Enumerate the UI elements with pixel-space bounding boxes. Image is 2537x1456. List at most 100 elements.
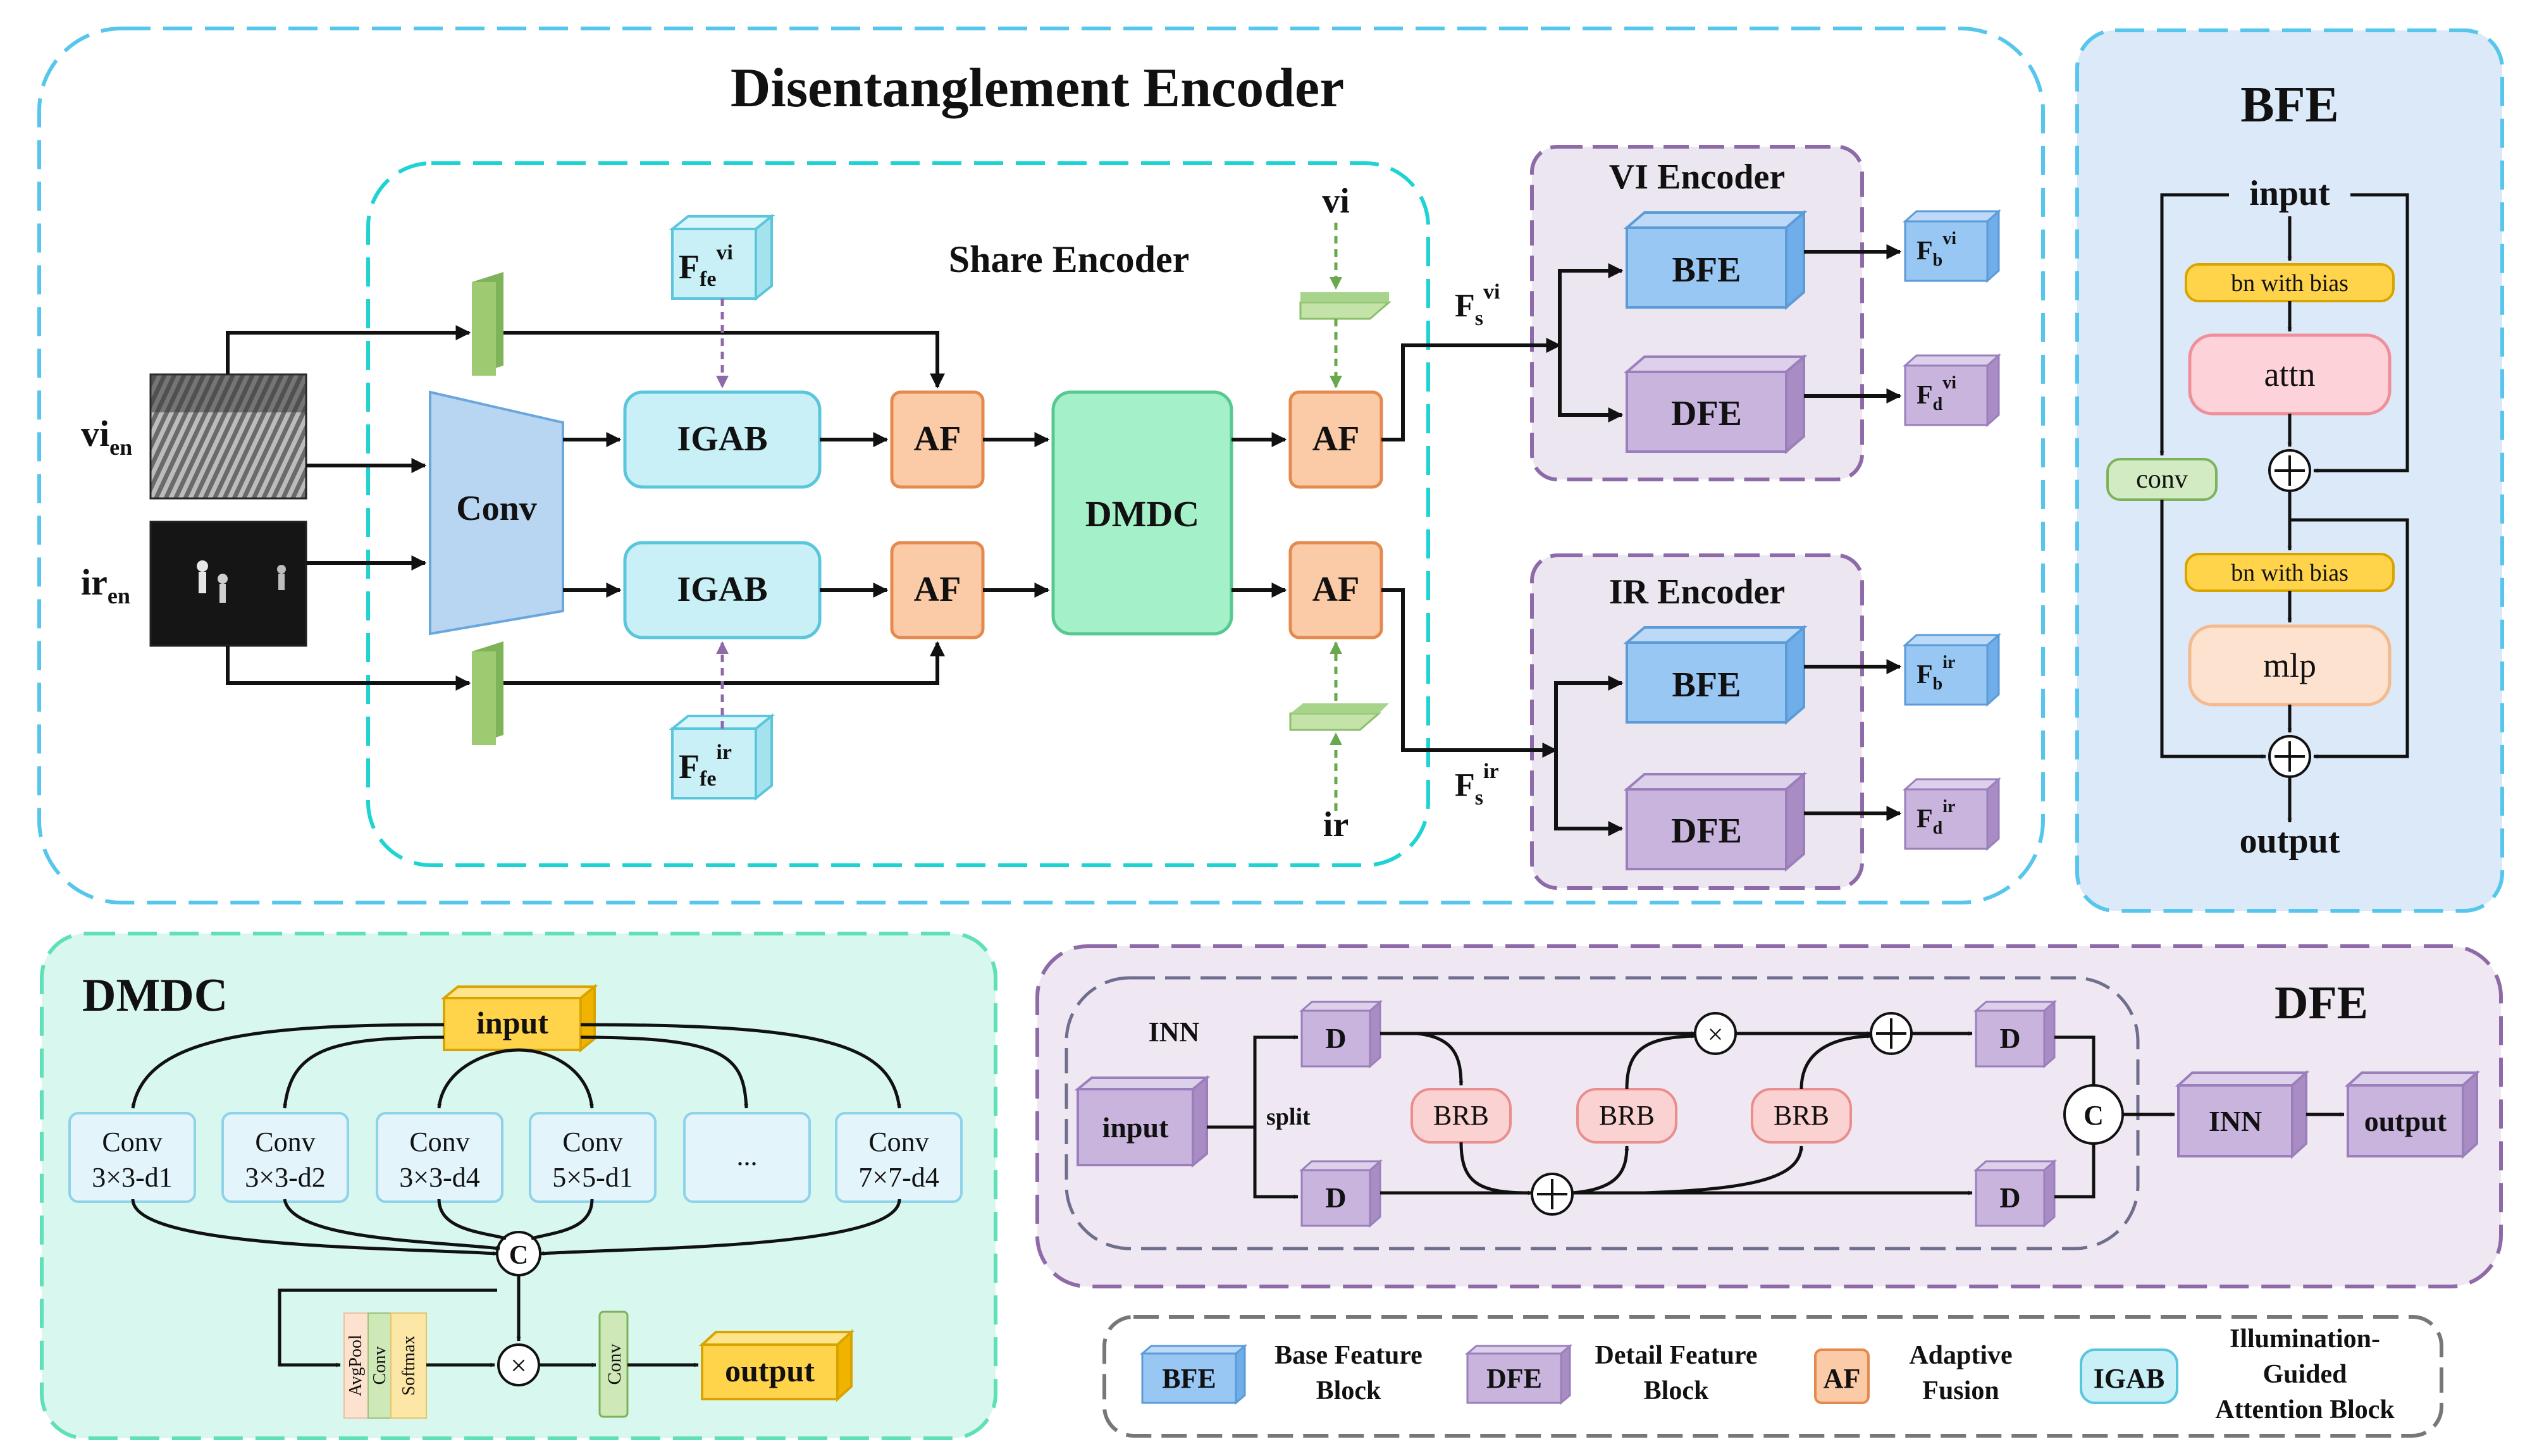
disentanglement-encoder-title: Disentanglement Encoder bbox=[731, 58, 1344, 119]
fs-ir-label: Fsir bbox=[1455, 760, 1499, 810]
bfe-output-label: output bbox=[2240, 822, 2340, 861]
legend-desc-line: Block bbox=[1644, 1376, 1709, 1405]
legend-frame bbox=[1102, 1315, 2443, 1438]
dmdc-conv-line1: Conv bbox=[868, 1126, 929, 1157]
dfe-split-label: split bbox=[1266, 1104, 1311, 1130]
share-conv-block bbox=[429, 390, 564, 636]
dfe-inn-label: INN bbox=[2209, 1105, 2262, 1137]
bfe-input-label: input bbox=[2249, 174, 2330, 213]
skip-block-top bbox=[472, 272, 503, 376]
dmdc-output-cube bbox=[698, 1329, 855, 1402]
ir-dfe-cube bbox=[1623, 771, 1808, 872]
fd-ir-cube bbox=[1903, 777, 2001, 851]
ffe-ir-cube bbox=[669, 713, 775, 801]
dmdc-conv-line1: ... bbox=[737, 1140, 758, 1171]
legend-abbr: IGAB bbox=[2094, 1363, 2164, 1394]
dfe-input-cube bbox=[1074, 1075, 1211, 1168]
fb-ir-cube bbox=[1903, 632, 2001, 707]
dmdc-conv-small-label: Conv bbox=[370, 1347, 390, 1385]
share-encoder-title: Share Encoder bbox=[949, 238, 1190, 280]
legend-desc-line: Guided bbox=[2262, 1360, 2347, 1389]
fb-vi-label: Fbvi bbox=[1917, 229, 1956, 270]
dmdc-conv-line2: 5×5-d1 bbox=[552, 1162, 633, 1193]
bfe-mlp-label: mlp bbox=[2263, 646, 2316, 684]
vi-bfe-label: BFE bbox=[1672, 250, 1741, 290]
encoder-guidance-connectors bbox=[716, 223, 1342, 811]
legend-desc-line: Detail Feature bbox=[1595, 1341, 1758, 1370]
dfe-panel-title: DFE bbox=[2275, 977, 2368, 1029]
dfe-output-label: output bbox=[2364, 1105, 2447, 1137]
vi-bfe-cube bbox=[1623, 209, 1808, 311]
dfe-inn-cube bbox=[2175, 1070, 2310, 1159]
disentanglement-encoder-frame bbox=[37, 27, 2045, 904]
legend-desc-line: Adaptive bbox=[1909, 1341, 2012, 1370]
vi-plate bbox=[1299, 292, 1392, 320]
fs-vi-label: Fsvi bbox=[1455, 280, 1500, 330]
fd-vi-label: Fdvi bbox=[1917, 373, 1956, 414]
vi-encoder-title: VI Encoder bbox=[1609, 157, 1785, 197]
af-left-top-label: AF bbox=[914, 419, 961, 459]
legend-desc-line: Block bbox=[1316, 1376, 1381, 1405]
legend-abbr: DFE bbox=[1486, 1363, 1542, 1394]
ir-input-image bbox=[149, 521, 307, 647]
dmdc-conv-final-label: Conv bbox=[604, 1343, 625, 1385]
bfe-attn-label: attn bbox=[2264, 355, 2316, 393]
vi-input-image bbox=[149, 373, 307, 500]
ir-encoder-title: IR Encoder bbox=[1609, 572, 1785, 612]
side-ir-label: ir bbox=[1323, 805, 1349, 844]
dfe-output-cube bbox=[2344, 1070, 2481, 1159]
dfe-connectors bbox=[1207, 1031, 2345, 1199]
ir-en-label: iren bbox=[81, 562, 130, 608]
igab-top-label: IGAB bbox=[677, 419, 767, 459]
dfe-d-bottom-right bbox=[1973, 1159, 2057, 1228]
dmdc-output-label: output bbox=[725, 1353, 815, 1388]
dmdc-block bbox=[1051, 390, 1233, 636]
fb-vi-cube bbox=[1903, 209, 2001, 283]
encoder-connectors bbox=[226, 244, 1902, 836]
dmdc-mult-label: × bbox=[510, 1349, 527, 1381]
dmdc-conv-line2: 3×3-d2 bbox=[245, 1162, 325, 1193]
dmdc-connectors bbox=[131, 1023, 901, 1367]
ir-dfe-label: DFE bbox=[1671, 811, 1742, 851]
igab-bottom-label: IGAB bbox=[677, 570, 767, 609]
legend-desc-line: Attention Block bbox=[2215, 1395, 2395, 1424]
dmdc-conv-line1: Conv bbox=[562, 1126, 622, 1157]
dmdc-input-label: input bbox=[476, 1005, 548, 1040]
bfe-bn2-label: bn with bias bbox=[2231, 560, 2349, 586]
dmdc-conv-line2: 3×3-d4 bbox=[399, 1162, 479, 1193]
legend-desc-line: Fusion bbox=[1922, 1376, 1999, 1405]
dmdc-avgpool-label: AvgPool bbox=[346, 1335, 366, 1397]
dmdc-conv-item: Conv 3×3-d4 bbox=[376, 1112, 503, 1203]
dmdc-softmax bbox=[390, 1312, 427, 1419]
dmdc-conv-line1: Conv bbox=[102, 1126, 162, 1157]
bfe-panel-title: BFE bbox=[2240, 77, 2339, 133]
ir-bfe-label: BFE bbox=[1672, 665, 1741, 705]
fd-vi-cube bbox=[1903, 353, 2001, 428]
vi-dfe-cube bbox=[1623, 354, 1808, 455]
dfe-concat-label: C bbox=[2083, 1100, 2104, 1131]
ir-plate bbox=[1289, 703, 1389, 731]
dfe-d-top-left-label: D bbox=[1325, 1022, 1346, 1054]
af-right-bottom-label: AF bbox=[1312, 570, 1360, 609]
dfe-brb-2-label: BRB bbox=[1599, 1100, 1655, 1131]
share-conv-label: Conv bbox=[456, 489, 537, 528]
af-right-top-label: AF bbox=[1312, 419, 1360, 459]
dfe-input-label: input bbox=[1102, 1111, 1170, 1144]
dmdc-concat-label: C bbox=[509, 1241, 528, 1270]
dmdc-softmax-label: Softmax bbox=[399, 1336, 419, 1396]
dmdc-conv-line1: Conv bbox=[409, 1126, 469, 1157]
af-left-bottom-label: AF bbox=[914, 570, 961, 609]
dfe-d-bottom-left-label: D bbox=[1325, 1181, 1346, 1214]
dfe-d-top-right bbox=[1973, 999, 2057, 1069]
dfe-d-top-right-label: D bbox=[1999, 1022, 2020, 1054]
dmdc-conv-item: ... bbox=[683, 1112, 811, 1203]
dfe-d-bottom-left bbox=[1299, 1159, 1383, 1228]
share-encoder-frame bbox=[366, 161, 1430, 867]
dmdc-conv-item: Conv 5×5-d1 bbox=[529, 1112, 657, 1203]
